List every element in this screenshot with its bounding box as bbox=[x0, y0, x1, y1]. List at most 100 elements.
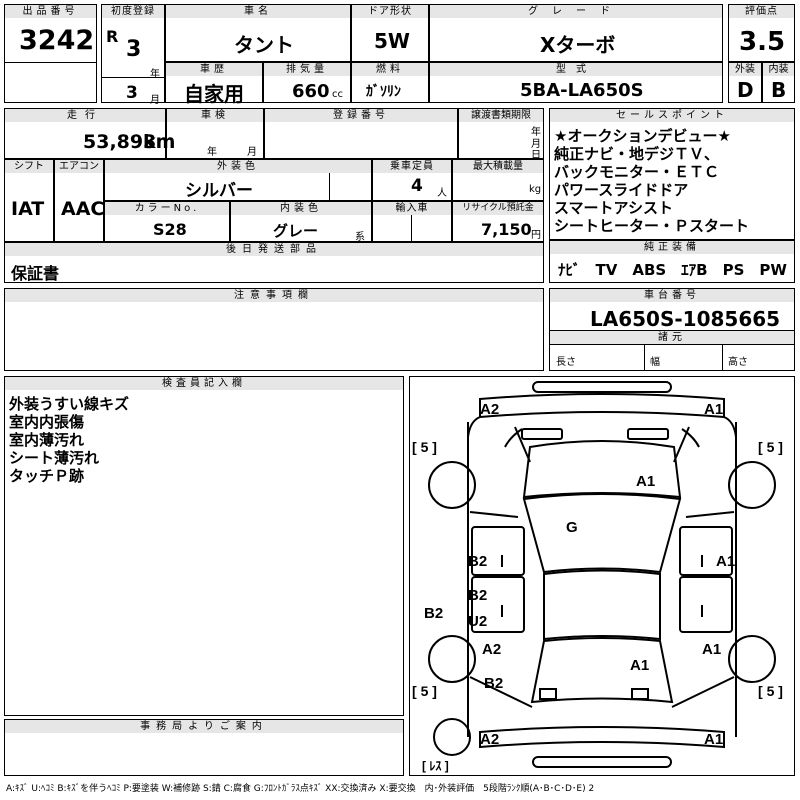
inspector-box: 検査員記入欄 外装うすい線キズ 室内内張傷 室内薄汚れ シート薄汚れ タッチＰ跡 bbox=[4, 376, 404, 716]
mileage-label: 走行 bbox=[5, 109, 165, 122]
history-label: 車歴 bbox=[166, 63, 262, 76]
first-reg-label: 初度登録 bbox=[102, 5, 164, 18]
model: 5BA-LA650S bbox=[520, 80, 644, 101]
ext-color: シルバー bbox=[185, 181, 253, 201]
sales-point-line: スマートアシスト bbox=[554, 199, 673, 217]
ext-color-label: 外装色 bbox=[105, 160, 371, 173]
fuel: ｶﾞｿﾘﾝ bbox=[366, 84, 401, 100]
sales-points-box: セールスポイント ★オークションデビュー★ 純正ナビ・地デジＴＶ、 バックモニタ… bbox=[549, 108, 795, 240]
legend: A:ｷｽﾞ U:ﾍｺﾐ B:ｷｽﾞを伴うﾍｺﾐ P:要塗装 W:補修跡 S:錆 … bbox=[6, 784, 595, 794]
inspection-label: 車検 bbox=[167, 109, 263, 122]
transfer-year-unit: 年 bbox=[531, 127, 541, 138]
capacity-label: 乗車定員 bbox=[373, 160, 451, 173]
inspector-note: 室内内張傷 bbox=[9, 413, 85, 431]
exterior-label: 外装 bbox=[729, 63, 761, 76]
damage-mark: A1 bbox=[630, 657, 650, 674]
year-unit: 年 bbox=[150, 69, 160, 80]
displacement-unit: cc bbox=[332, 89, 343, 100]
shift-box: シフト IAT bbox=[4, 159, 54, 242]
sales-point-line: シートヒーター・Ｐスタート bbox=[554, 217, 750, 235]
damage-mark: A1 bbox=[704, 401, 724, 418]
damage-mark: B2 bbox=[424, 605, 444, 622]
fuel-box: 燃料 ｶﾞｿﾘﾝ bbox=[351, 62, 429, 103]
inspection-year-unit: 年 bbox=[207, 147, 217, 158]
sales-point-line: バックモニター・ＥＴＣ bbox=[554, 163, 720, 181]
sales-point-line: 純正ナビ・地デジＴＶ、 bbox=[554, 145, 720, 163]
displacement: 660 bbox=[292, 81, 330, 102]
score-label: 評価点 bbox=[729, 5, 794, 18]
equipment-items: ﾅﾋﾞ TV ABS ｴｱB PS PW bbox=[558, 261, 787, 279]
damage-mark: A2 bbox=[480, 731, 500, 748]
car-name: タント bbox=[234, 33, 294, 57]
inspection-month-unit: 月 bbox=[247, 147, 257, 158]
car-outline-icon bbox=[428, 381, 776, 768]
tread-front-right: [ 5 ] bbox=[758, 439, 783, 455]
int-color: グレー bbox=[273, 222, 319, 240]
exterior-score: D bbox=[737, 78, 754, 102]
interior-score: B bbox=[771, 78, 787, 102]
mileage-unit: km bbox=[143, 131, 176, 153]
int-color-label: 内装色 bbox=[231, 202, 371, 215]
inspector-notes: 外装うすい線キズ 室内内張傷 室内薄汚れ シート薄汚れ タッチＰ跡 bbox=[9, 395, 129, 485]
interior-score-box: 内装 B bbox=[762, 62, 795, 103]
damage-mark: A2 bbox=[480, 401, 500, 418]
door-box: ドア形状 5W bbox=[351, 4, 429, 62]
chassis-box: 車台番号 LA650S-1085665 諸元 長さ 幅 高さ bbox=[549, 288, 795, 371]
int-color-unit: 系 bbox=[355, 232, 365, 243]
sales-point-line: パワースライドドア bbox=[554, 181, 689, 199]
plate-box: 登録番号 bbox=[264, 108, 458, 159]
recycle-label: リサイクル預託金 bbox=[453, 202, 543, 215]
score-box: 評価点 3.5 bbox=[728, 4, 795, 62]
fuel-label: 燃料 bbox=[352, 63, 428, 76]
transfer-box: 譲渡書類期限 年 月 日 bbox=[458, 108, 544, 161]
month-unit: 月 bbox=[150, 95, 160, 106]
model-box: 型式 5BA-LA650S bbox=[429, 62, 723, 103]
inspector-label: 検査員記入欄 bbox=[5, 377, 403, 390]
spare-tire-label: [ ﾚｽ ] bbox=[422, 759, 449, 773]
sales-point-line: ★オークションデビュー★ bbox=[554, 127, 731, 145]
max-load-box: 最大積載量 kg bbox=[452, 159, 544, 201]
grade: Xターボ bbox=[540, 33, 616, 57]
inspector-note: 室内薄汚れ bbox=[9, 431, 85, 449]
chassis-label: 車台番号 bbox=[550, 289, 794, 302]
shift: IAT bbox=[11, 198, 45, 220]
damage-mark: A2 bbox=[482, 641, 502, 658]
grade-box: グレード Xターボ bbox=[429, 4, 723, 62]
reg-year: 3 bbox=[126, 37, 142, 62]
shift-label: シフト bbox=[5, 160, 53, 173]
damage-mark: U2 bbox=[468, 613, 488, 630]
int-color-box: 内装色 グレー 系 bbox=[230, 201, 372, 243]
car-name-box: 車名 タント bbox=[165, 4, 351, 62]
max-load-label: 最大積載量 bbox=[453, 160, 543, 173]
grade-label: グレード bbox=[430, 5, 722, 18]
mileage-box: 走行 53,893 km bbox=[4, 108, 175, 159]
score: 3.5 bbox=[739, 27, 786, 57]
era: R bbox=[106, 27, 119, 46]
capacity: 4 bbox=[411, 176, 423, 196]
damage-mark: A1 bbox=[716, 553, 736, 570]
transfer-month-unit: 月 bbox=[531, 139, 541, 150]
inspector-note: タッチＰ跡 bbox=[9, 467, 85, 485]
height-label: 高さ bbox=[728, 357, 748, 368]
damage-mark: A1 bbox=[702, 641, 722, 658]
door: 5W bbox=[374, 29, 410, 53]
length-label: 長さ bbox=[556, 357, 576, 368]
aircon: AAC bbox=[61, 198, 105, 220]
history: 自家用 bbox=[184, 82, 244, 106]
transfer-label: 譲渡書類期限 bbox=[459, 109, 543, 122]
capacity-box: 乗車定員 4 人 bbox=[372, 159, 452, 201]
car-name-label: 車名 bbox=[166, 5, 350, 18]
chassis-number: LA650S-1085665 bbox=[590, 307, 781, 331]
door-label: ドア形状 bbox=[352, 5, 428, 18]
damage-mark: B2 bbox=[468, 587, 488, 604]
damage-mark: A1 bbox=[636, 473, 656, 490]
exterior-score-box: 外装 D bbox=[728, 62, 762, 103]
equipment-box: 純正装備 ﾅﾋﾞ TV ABS ｴｱB PS PW bbox=[549, 240, 795, 283]
damage-mark: B2 bbox=[468, 553, 488, 570]
history-box: 車歴 自家用 bbox=[165, 62, 263, 106]
notes-box: 注意事項欄 bbox=[4, 288, 544, 371]
plate-label: 登録番号 bbox=[265, 109, 457, 122]
ext-color-box: 外装色 シルバー bbox=[104, 159, 372, 201]
office-label: 事務局よりご案内 bbox=[5, 720, 403, 733]
recycle: 7,150 bbox=[481, 220, 532, 239]
